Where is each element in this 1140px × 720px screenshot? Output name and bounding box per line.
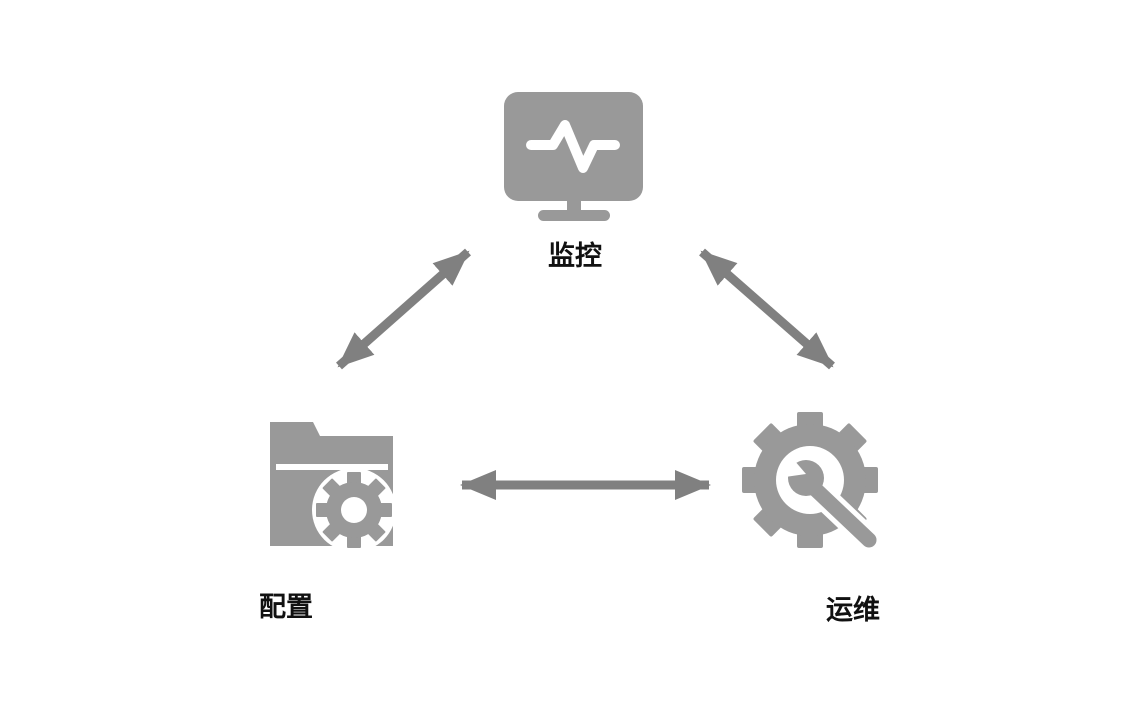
node-label-config: 配置 (259, 592, 313, 623)
folder-gear-icon (270, 422, 396, 552)
arrow-monitor-ops (699, 248, 835, 370)
gear-icon (312, 468, 396, 552)
arrow-config-monitor (336, 248, 471, 370)
gear-wrench-icon (742, 412, 882, 553)
wrench-icon (778, 460, 882, 553)
node-label-monitor: 监控 (548, 241, 602, 272)
node-label-ops: 运维 (826, 595, 880, 626)
monitor-pulse-icon (504, 92, 643, 221)
